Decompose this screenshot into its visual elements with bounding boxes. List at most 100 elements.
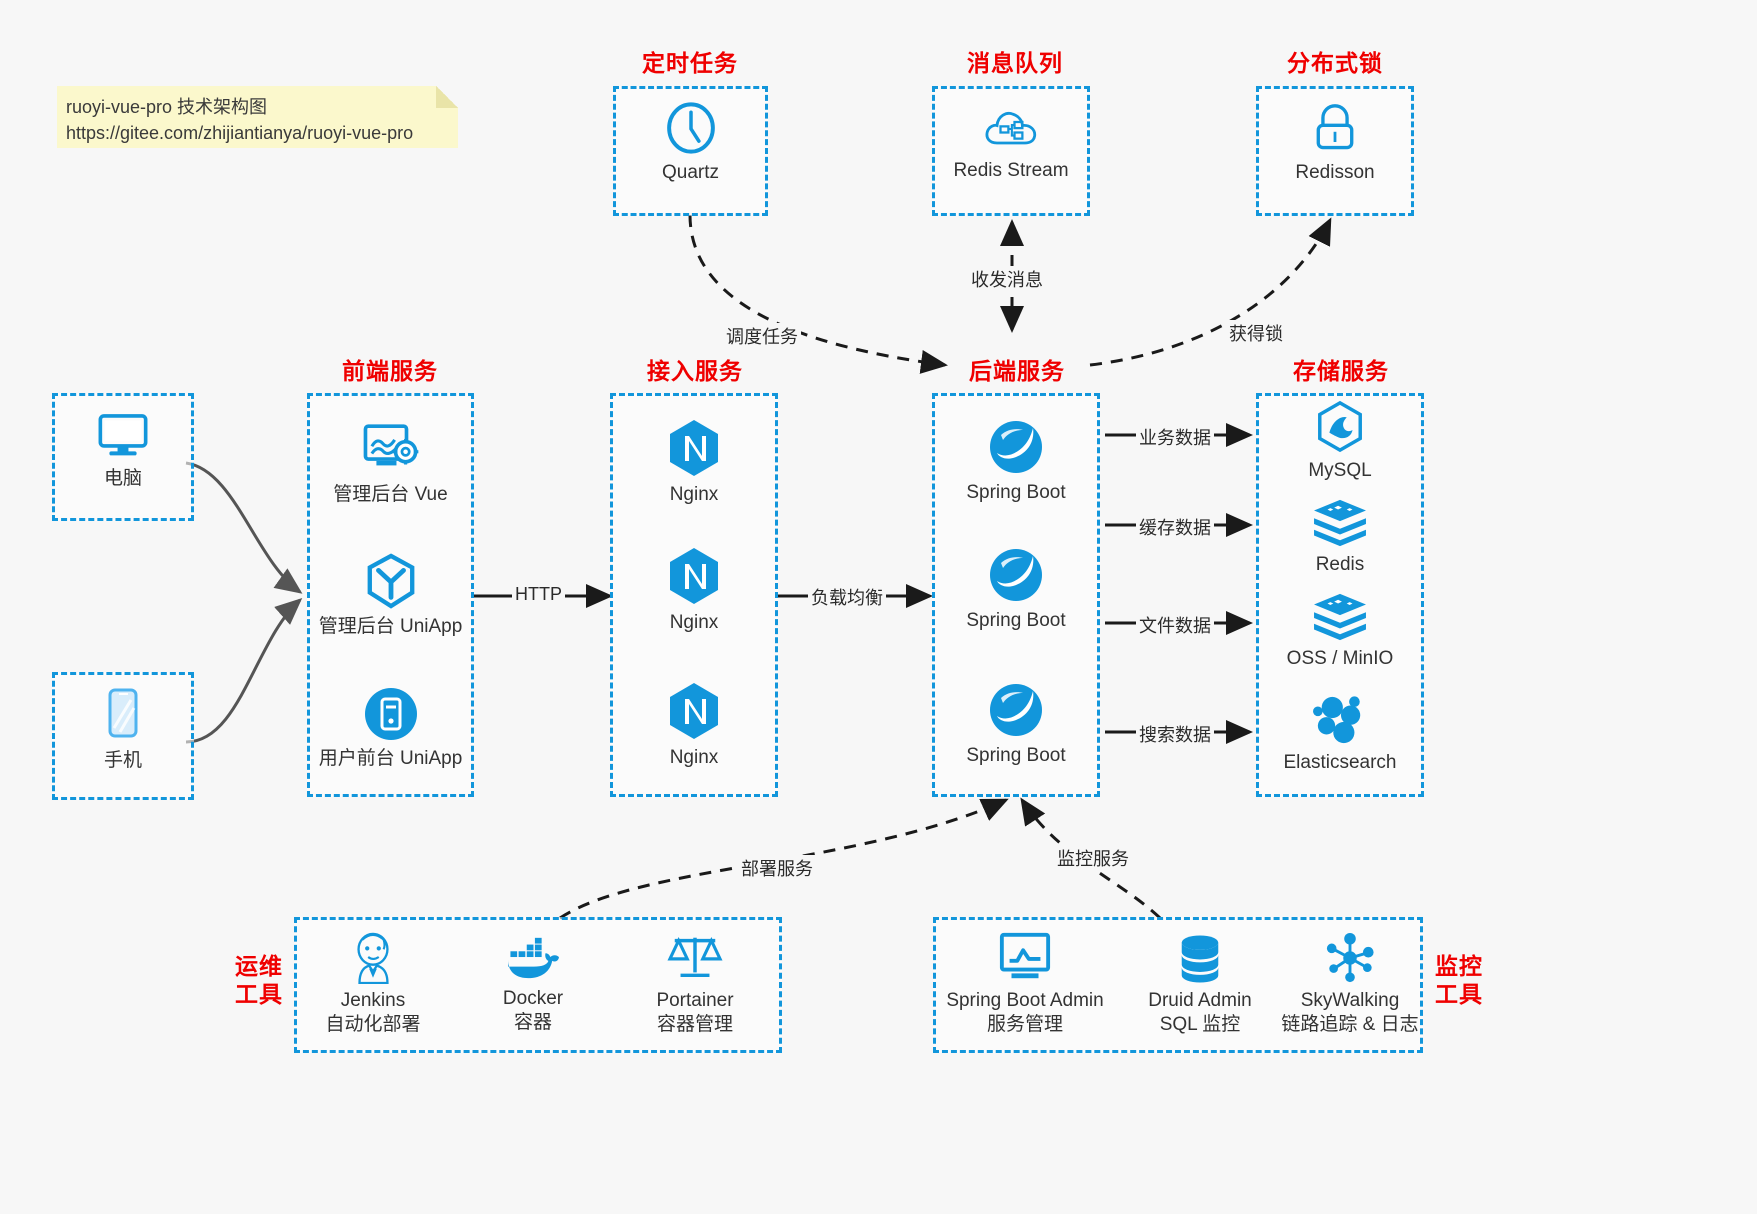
node-label: Jenkins — [340, 990, 406, 1011]
node-sublabel: 容器管理 — [656, 1014, 733, 1036]
node-label: SkyWalking — [1300, 990, 1400, 1011]
node-oss-minio[interactable]: OSS / MinIO — [1256, 592, 1424, 671]
node-jenkins[interactable]: Jenkins 自动化部署 — [303, 930, 443, 1038]
jenkins-icon — [357, 932, 389, 984]
node-admin-vue[interactable]: 管理后台 Vue — [307, 420, 474, 507]
hexagon-cube-icon — [367, 553, 414, 609]
node-label: Nginx — [669, 612, 719, 633]
edge-label-business-data: 业务数据 — [1136, 424, 1214, 450]
mysql-icon — [1318, 400, 1362, 453]
node-portainer[interactable]: Portainer 容器管理 — [625, 930, 765, 1038]
node-label: Nginx — [669, 484, 719, 505]
node-nginx-3[interactable]: Nginx — [610, 681, 778, 770]
node-elasticsearch[interactable]: Elasticsearch — [1256, 694, 1424, 775]
node-mysql[interactable]: MySQL — [1256, 400, 1424, 483]
node-label: 电脑 — [103, 468, 142, 489]
redis-icon — [1314, 499, 1366, 547]
elasticsearch-icon — [1313, 696, 1361, 744]
node-sublabel: 服务管理 — [986, 1014, 1063, 1036]
scales-icon — [667, 937, 723, 978]
edge-label-http: HTTP — [512, 584, 565, 605]
cloud-queue-icon — [985, 112, 1037, 145]
node-label: 用户前台 UniApp — [318, 748, 463, 769]
node-label: 管理后台 Vue — [333, 484, 448, 505]
node-redis-stream[interactable]: Redis Stream — [932, 104, 1090, 183]
edge-label-acquire-lock: 获得锁 — [1226, 320, 1286, 346]
node-redis[interactable]: Redis — [1256, 498, 1424, 577]
note-line-title: ruoyi-vue-pro 技术架构图 — [66, 97, 268, 117]
note-fold-corner — [436, 86, 458, 108]
group-title-monitor-line2: 工具 — [1435, 981, 1483, 1008]
group-title-backend: 后端服务 — [969, 358, 1065, 384]
node-label: Redis — [1315, 554, 1365, 575]
clock-icon — [666, 102, 715, 154]
node-label: Spring Boot — [966, 482, 1066, 503]
mobile-phone-icon — [108, 688, 138, 738]
spring-boot-icon — [990, 684, 1042, 736]
group-title-monitor: 监控 工具 — [1428, 952, 1490, 1008]
group-title-scheduled-task: 定时任务 — [642, 50, 738, 76]
node-skywalking[interactable]: SkyWalking 链路追踪 & 日志 — [1270, 932, 1430, 1038]
lock-icon — [1316, 104, 1354, 150]
spring-boot-icon — [990, 421, 1042, 473]
node-label: Redisson — [1295, 162, 1375, 183]
node-label: OSS / MinIO — [1286, 648, 1394, 669]
node-spring-boot-3[interactable]: Spring Boot — [932, 681, 1100, 768]
group-title-distributed-lock: 分布式锁 — [1287, 50, 1383, 76]
node-spring-boot-1[interactable]: Spring Boot — [932, 418, 1100, 505]
oss-minio-icon — [1314, 593, 1366, 641]
node-sublabel: 自动化部署 — [325, 1014, 421, 1036]
group-title-gateway: 接入服务 — [647, 358, 743, 384]
edge-label-file-data: 文件数据 — [1136, 612, 1214, 638]
group-box-monitor — [933, 917, 1423, 1053]
monitor-chart-icon — [999, 932, 1051, 979]
app-circle-icon — [364, 688, 417, 740]
node-quartz[interactable]: Quartz — [613, 100, 768, 185]
node-nginx-1[interactable]: Nginx — [610, 418, 778, 507]
node-label: Redis Stream — [953, 160, 1069, 181]
node-admin-uniapp[interactable]: 管理后台 UniApp — [307, 552, 474, 639]
node-sublabel: SQL 监控 — [1159, 1014, 1241, 1036]
group-title-frontend: 前端服务 — [342, 358, 438, 384]
edge-label-cache-data: 缓存数据 — [1136, 514, 1214, 540]
edge-label-monitor-service: 监控服务 — [1054, 845, 1132, 871]
dashboard-gear-icon — [363, 424, 418, 466]
docker-icon — [508, 937, 559, 979]
node-spring-boot-admin[interactable]: Spring Boot Admin 服务管理 — [940, 930, 1110, 1038]
edge-label-send-recv-msg: 收发消息 — [968, 266, 1046, 292]
nginx-icon — [670, 420, 718, 476]
group-title-monitor-line1: 监控 — [1435, 953, 1483, 979]
spring-boot-icon — [990, 549, 1042, 601]
node-docker[interactable]: Docker 容器 — [463, 934, 603, 1036]
database-icon — [1181, 935, 1219, 983]
note-line-url: https://gitee.com/zhijiantianya/ruoyi-vu… — [66, 122, 414, 143]
node-druid-admin[interactable]: Druid Admin SQL 监控 — [1130, 934, 1270, 1038]
node-label: Spring Boot — [966, 745, 1066, 766]
node-spring-boot-2[interactable]: Spring Boot — [932, 546, 1100, 633]
nginx-icon — [670, 548, 718, 604]
group-box-message-queue — [932, 86, 1090, 216]
node-user-uniapp[interactable]: 用户前台 UniApp — [307, 686, 474, 771]
node-label: Elasticsearch — [1283, 752, 1397, 773]
edge-label-search-data: 搜索数据 — [1136, 721, 1214, 747]
node-label: Portainer — [656, 990, 734, 1011]
group-title-devops-line1: 运维 — [235, 953, 283, 979]
node-label: 管理后台 UniApp — [318, 616, 463, 637]
group-title-storage: 存储服务 — [1293, 358, 1389, 384]
title-note: ruoyi-vue-pro 技术架构图 https://gitee.com/zh… — [57, 86, 458, 148]
edge-label-load-balance: 负载均衡 — [808, 584, 886, 610]
nginx-icon — [670, 683, 718, 739]
node-sublabel: 容器 — [513, 1012, 552, 1034]
node-label: Quartz — [661, 162, 720, 183]
node-phone[interactable]: 手机 — [52, 686, 194, 773]
node-nginx-2[interactable]: Nginx — [610, 546, 778, 635]
node-redisson[interactable]: Redisson — [1256, 102, 1414, 185]
node-label: 手机 — [103, 750, 142, 771]
node-sublabel: 链路追踪 & 日志 — [1281, 1014, 1419, 1036]
node-computer[interactable]: 电脑 — [52, 408, 194, 491]
group-title-devops-line2: 工具 — [235, 981, 283, 1008]
node-label: Druid Admin — [1148, 990, 1252, 1011]
node-label: Spring Boot Admin — [946, 990, 1104, 1011]
node-label: Spring Boot — [966, 610, 1066, 631]
